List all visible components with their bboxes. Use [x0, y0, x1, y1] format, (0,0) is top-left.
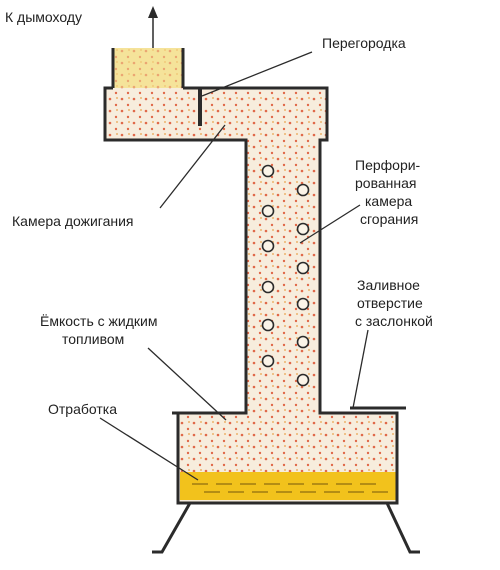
svg-text:сгорания: сгорания [360, 211, 418, 227]
svg-text:топливом: топливом [62, 331, 124, 347]
afterburner-chamber [105, 88, 327, 140]
fuel-tank [178, 412, 398, 502]
filler-opening-label: Заливное отверстие с заслонкой [355, 277, 433, 329]
svg-text:Ёмкость с жидким: Ёмкость с жидким [40, 313, 157, 329]
afterburner-label: Камера дожигания [12, 213, 134, 229]
chimney-pipe [111, 48, 185, 90]
svg-text:с заслонкой: с заслонкой [355, 313, 433, 329]
leader-lines [99, 51, 369, 481]
combustion-column [246, 138, 320, 413]
svg-text:рованная: рованная [355, 175, 416, 191]
svg-text:Заливное: Заливное [357, 277, 420, 293]
stove-outline [103, 86, 399, 505]
partition-label: Перегородка [322, 35, 406, 51]
svg-text:отверстие: отверстие [357, 295, 423, 311]
stove-legs [152, 502, 420, 554]
svg-text:камера: камера [365, 193, 412, 209]
perforated-chamber-label: Перфори- рованная камера сгорания [355, 157, 421, 227]
fuel-tank-label: Ёмкость с жидким топливом [40, 313, 157, 347]
chimney-label: К дымоходу [5, 9, 82, 25]
waste-oil-layer [180, 472, 396, 500]
waste-oil-label: Отработка [48, 401, 117, 417]
svg-text:Перфори-: Перфори- [355, 157, 421, 173]
perforation-holes [261, 164, 310, 387]
